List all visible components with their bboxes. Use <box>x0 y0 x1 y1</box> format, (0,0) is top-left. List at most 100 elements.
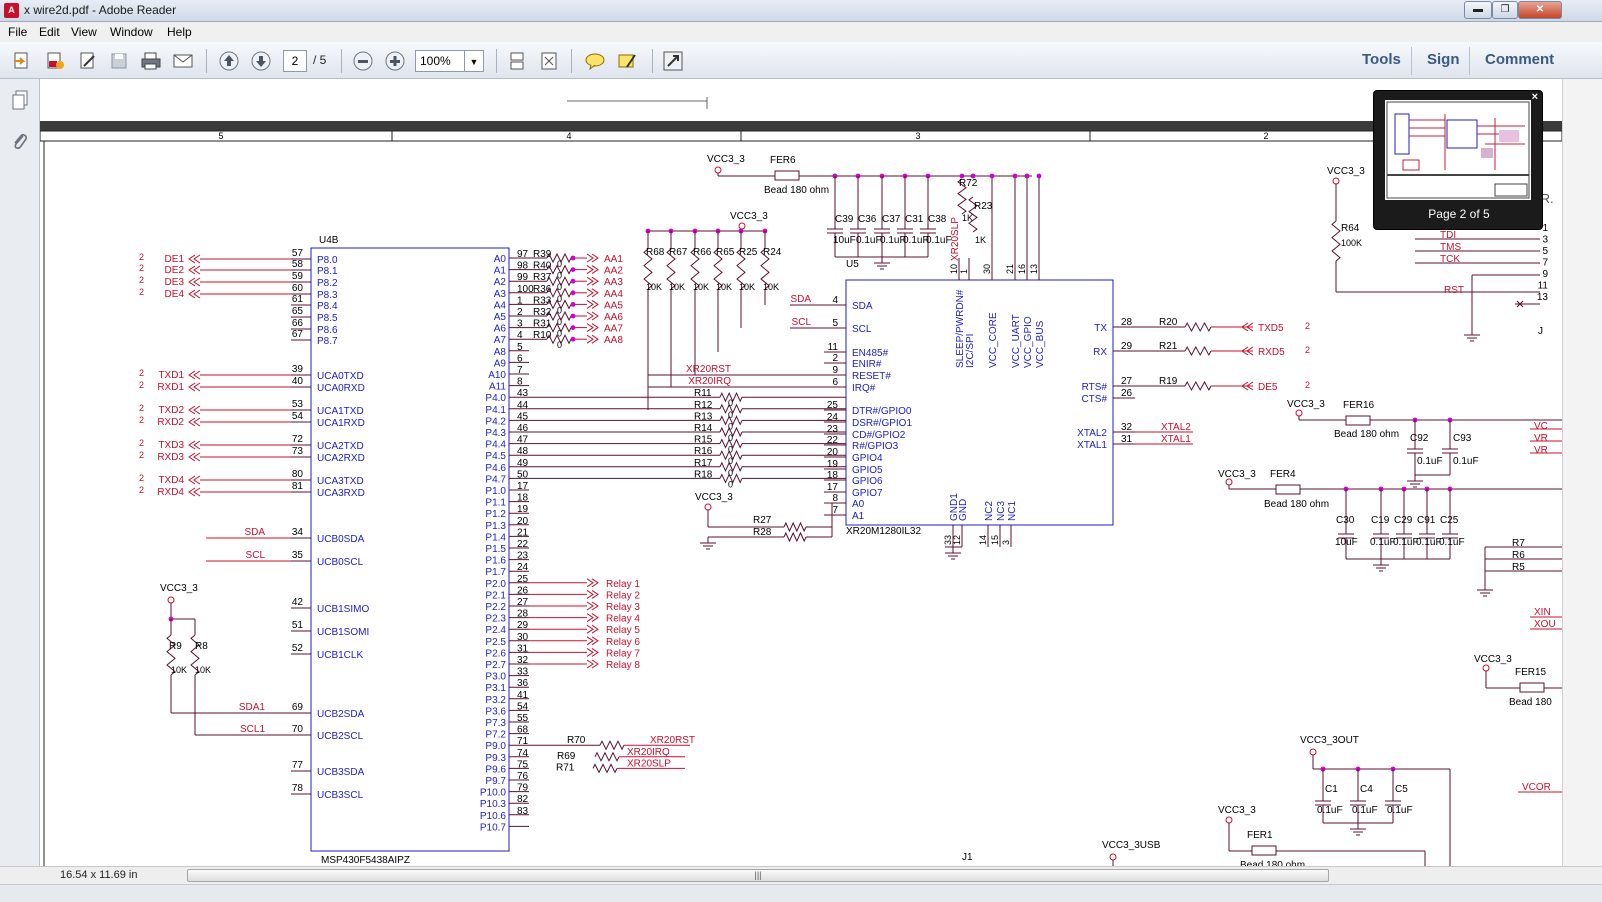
pin-name: P9.0 <box>485 741 506 752</box>
sign-pane-link[interactable]: Sign <box>1427 51 1460 68</box>
fit-page-button[interactable] <box>537 49 561 73</box>
net-label: SDA <box>790 294 811 305</box>
header-pin-number: 13 <box>1537 292 1549 303</box>
u5-ref: U5 <box>846 259 859 270</box>
scrollbar-thumb[interactable]: ||| <box>187 869 1329 882</box>
pin-name: CTS# <box>1081 394 1107 405</box>
pin-name: P2.1 <box>485 590 506 601</box>
pin-name: A1 <box>494 266 507 277</box>
resistor-value: 0 <box>557 329 562 339</box>
pin-number: 74 <box>517 748 529 759</box>
menu-view[interactable]: View <box>71 25 97 39</box>
close-button[interactable]: ✕ <box>1518 1 1562 19</box>
pin-name: P1.7 <box>485 567 506 578</box>
scrolling-mode-button[interactable] <box>505 49 529 73</box>
net-label: XTAL1 <box>1161 434 1191 445</box>
vcc-label: VCC3_3 <box>707 154 745 165</box>
capacitor-value: 0.1uF <box>1453 456 1479 467</box>
highlight-button[interactable] <box>616 49 640 73</box>
vertical-scrollbar[interactable] <box>1562 79 1602 866</box>
header-pin-number: 5 <box>1542 246 1548 257</box>
sheet-ref: 2 <box>139 263 144 273</box>
edit-pdf-button[interactable] <box>76 49 100 73</box>
page-thumbnails-button[interactable] <box>7 87 33 113</box>
sheet-ref: 2 <box>139 380 144 390</box>
horizontal-scrollbar[interactable]: 16.54 x 11.69 in ||| <box>0 866 1602 884</box>
pin-name: P1.3 <box>485 521 506 532</box>
comment-pane-link[interactable]: Comment <box>1485 51 1555 68</box>
full-screen-button[interactable] <box>661 49 685 73</box>
page-thumbnail[interactable] <box>1385 100 1531 200</box>
net-label: AA4 <box>604 289 623 300</box>
menu-file[interactable]: File <box>8 25 28 39</box>
vcc-label: VCC3_3 <box>1287 399 1325 410</box>
pin-name: P10.0 <box>480 788 507 799</box>
offsheet-port <box>188 289 201 299</box>
pullup-resistor <box>968 196 978 233</box>
pin-number: 12 <box>952 535 962 545</box>
resistor-ref: R28 <box>753 527 772 538</box>
vcc-label: VCC3_3OUT <box>1300 735 1359 746</box>
pullup-resistor <box>736 248 746 290</box>
zoom-input[interactable] <box>415 50 465 72</box>
net-label: VR <box>1534 433 1548 444</box>
create-pdf-button[interactable] <box>43 49 67 73</box>
capacitor-value: 0.1uF <box>1370 537 1396 548</box>
net-label: DE4 <box>165 289 185 300</box>
pin-number: 81 <box>292 481 304 492</box>
sticky-note-button[interactable] <box>583 49 607 73</box>
menu-help[interactable]: Help <box>167 25 192 39</box>
vcc-label: VCC3_3 <box>730 211 768 222</box>
zoom-in-button[interactable] <box>383 49 407 73</box>
sheet-ref: 2 <box>139 403 144 413</box>
page-number-input[interactable] <box>283 50 307 72</box>
status-bar <box>0 884 1602 902</box>
pin-name: A0 <box>852 499 865 510</box>
pin-number: 25 <box>827 400 839 411</box>
email-button[interactable] <box>171 49 195 73</box>
pin-number: 2 <box>517 307 523 318</box>
attachments-button[interactable] <box>7 129 33 155</box>
header-ref: J <box>1538 326 1543 337</box>
capacitor-value: 0.1uF <box>1393 537 1419 548</box>
pin-number: 29 <box>1121 341 1133 352</box>
relay-label: Relay 5 <box>606 625 640 636</box>
maximize-button[interactable]: ❐ <box>1492 1 1518 19</box>
previous-page-button[interactable] <box>217 49 241 73</box>
pin-number: 31 <box>1121 434 1133 445</box>
capacitor-ref: C92 <box>1410 433 1429 444</box>
pin-number: 44 <box>517 400 529 411</box>
resistor-value: 10K <box>171 665 187 675</box>
menu-edit[interactable]: Edit <box>39 25 60 39</box>
pin-name: DSR#/GPIO1 <box>852 418 912 429</box>
next-page-button[interactable] <box>249 49 273 73</box>
resistor-ref: R36 <box>533 284 552 295</box>
zoom-dropdown-button[interactable]: ▼ <box>464 50 484 72</box>
capacitor-value: 0.1uF <box>1387 805 1413 816</box>
pin-name: UCB0SCL <box>317 557 364 568</box>
close-thumbnail-icon[interactable]: × <box>1531 91 1538 103</box>
pin-number: 59 <box>292 271 304 282</box>
print-button[interactable] <box>139 49 163 73</box>
pin-name: NC2 <box>984 501 995 521</box>
net-label: XOU <box>1534 619 1556 630</box>
pin-number: 49 <box>517 458 529 469</box>
tools-pane-link[interactable]: Tools <box>1362 51 1401 68</box>
pullup-resistor <box>166 634 176 676</box>
sheet-ref: 2 <box>139 287 144 297</box>
u5-body <box>845 279 1114 526</box>
zoom-out-button[interactable] <box>351 49 375 73</box>
net-label: SCL1 <box>240 724 265 735</box>
pin-number: 10 <box>949 264 959 274</box>
gpio-resistor <box>719 415 743 426</box>
vcc-label: VCC3_3 <box>160 583 198 594</box>
open-button[interactable] <box>10 49 34 73</box>
save-button[interactable] <box>107 49 131 73</box>
net-label: TXD3 <box>158 440 184 451</box>
comment-bubble-icon <box>585 53 605 71</box>
menu-window[interactable]: Window <box>110 25 153 39</box>
vcc-label: VCC3_3USB <box>1102 840 1161 851</box>
pin-number: 22 <box>517 539 529 550</box>
minimize-button[interactable]: ▬ <box>1464 1 1492 19</box>
